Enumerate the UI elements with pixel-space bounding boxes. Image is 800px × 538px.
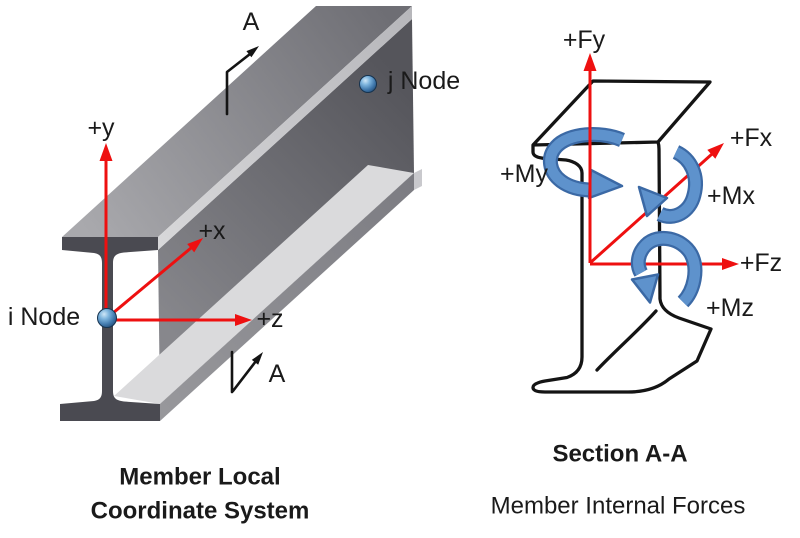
beam-cross-section-face (60, 237, 160, 421)
moment-arrow-mz (630, 230, 703, 308)
left-caption-line1: Member Local (119, 464, 280, 491)
axis-z-label: +z (256, 305, 283, 333)
local-axes (99, 143, 252, 326)
section-web-and-bottom-flange-outline (531, 140, 713, 394)
moment-my-label: +My (500, 160, 548, 188)
force-fx-arrowhead-icon (707, 143, 724, 159)
section-mark-bottom-label: A (269, 360, 286, 388)
force-fx-label: +Fx (730, 124, 773, 152)
moment-mz-label: +Mz (706, 294, 754, 322)
section-aa-drawing (531, 79, 713, 394)
axis-x-arrowhead-icon (187, 238, 203, 253)
beam-top-face (62, 6, 412, 237)
moment-mx-arrowhead-icon (637, 185, 669, 218)
right-caption-title: Section A-A (552, 441, 687, 468)
axis-x-label: +x (198, 217, 226, 245)
section-mark-bottom-line (230, 350, 258, 394)
moment-arrow-my (542, 127, 625, 200)
moment-mx-label: +Mx (707, 182, 755, 210)
internal-force-fy (583, 53, 597, 263)
beam-bottom-flange-endcap (414, 169, 422, 190)
section-mark-top-line (225, 52, 252, 116)
section-mark-top-arrowhead-icon (246, 46, 259, 58)
beam-top-flange-edge-strip (158, 6, 412, 250)
j-node-sphere-icon (359, 75, 377, 93)
section-cut-mark-bottom (230, 350, 263, 394)
section-flange-fold-line (595, 309, 658, 372)
force-fy-arrowhead-icon (583, 53, 597, 71)
force-fz-arrowhead-icon (722, 258, 739, 270)
right-caption-subtitle: Member Internal Forces (491, 493, 746, 520)
i-node-label: i Node (8, 303, 80, 331)
beam-bottom-flange-top-strip (114, 165, 414, 404)
moment-mz-arrowhead-icon (630, 273, 660, 304)
left-caption-line2: Coordinate System (91, 498, 310, 525)
force-fy-label: +Fy (563, 26, 606, 54)
moment-mz-band (633, 233, 701, 306)
axis-y-arrowhead-icon (99, 143, 113, 161)
i-node-sphere-icon (97, 308, 117, 328)
beam-bottom-flange-side (160, 173, 414, 421)
section-cut-mark-top (225, 46, 259, 116)
j-node-label: j Node (387, 67, 460, 95)
axis-z-arrowhead-icon (235, 314, 252, 326)
moment-arrow-mx (637, 145, 703, 224)
section-mark-top-label: A (243, 8, 260, 36)
moment-mx-band (657, 147, 701, 222)
section-mark-bottom-arrowhead-icon (251, 352, 263, 365)
force-fz-label: +Fz (740, 249, 782, 277)
member-beam-3d (60, 6, 422, 421)
axis-y-label: +y (87, 114, 115, 142)
axis-x-line (106, 246, 192, 320)
moment-my-band (545, 129, 625, 196)
section-silhouette (533, 81, 711, 392)
